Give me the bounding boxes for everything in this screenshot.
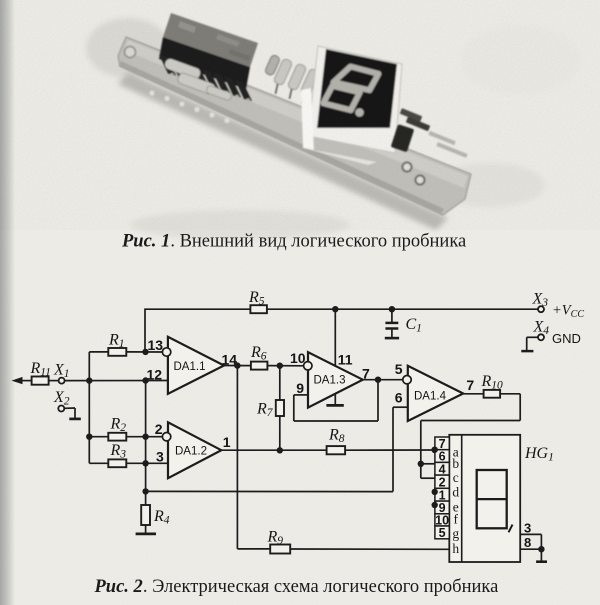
svg-text:g: g	[452, 526, 459, 541]
svg-text:a: a	[453, 444, 459, 459]
svg-text:1: 1	[439, 488, 446, 502]
svg-text:8: 8	[524, 535, 531, 550]
svg-text:DA1.4: DA1.4	[414, 391, 447, 403]
svg-text:12: 12	[147, 366, 163, 382]
svg-text:10: 10	[435, 514, 449, 528]
svg-text:DA1.3: DA1.3	[314, 375, 346, 387]
svg-text:2: 2	[155, 421, 163, 437]
svg-text:5: 5	[395, 361, 403, 377]
svg-text:c: c	[453, 470, 459, 485]
svg-text:f: f	[454, 512, 459, 527]
svg-text:h: h	[452, 541, 459, 556]
svg-text:3: 3	[524, 520, 531, 535]
svg-text:HG1: HG1	[524, 445, 554, 464]
svg-text:1: 1	[223, 434, 231, 450]
svg-text:GND: GND	[552, 331, 581, 346]
svg-text:5: 5	[439, 526, 446, 540]
svg-text:3: 3	[156, 449, 164, 465]
svg-text:DA1.2: DA1.2	[175, 446, 207, 458]
svg-text:13: 13	[148, 337, 164, 353]
svg-text:DA1.1: DA1.1	[174, 361, 206, 373]
svg-text:14: 14	[222, 351, 238, 367]
svg-text:6: 6	[439, 450, 446, 464]
svg-text:Рис. 2. Электрическая схема ло: Рис. 2. Электрическая схема логического …	[94, 577, 499, 597]
svg-text:10: 10	[290, 350, 306, 366]
svg-text:7: 7	[439, 437, 446, 451]
svg-text:d: d	[452, 484, 459, 499]
svg-text:e: e	[453, 499, 459, 514]
svg-text:9: 9	[296, 380, 304, 396]
svg-text:Рис. 1. Внешний вид логическог: Рис. 1. Внешний вид логического пробника	[121, 232, 466, 252]
svg-text:7: 7	[362, 366, 370, 382]
svg-text:6: 6	[395, 390, 403, 406]
svg-text:7: 7	[466, 377, 474, 393]
svg-text:11: 11	[338, 352, 353, 368]
svg-text:b: b	[452, 456, 459, 471]
svg-text:2: 2	[439, 475, 446, 489]
svg-text:9: 9	[439, 501, 446, 515]
svg-text:4: 4	[439, 462, 446, 476]
